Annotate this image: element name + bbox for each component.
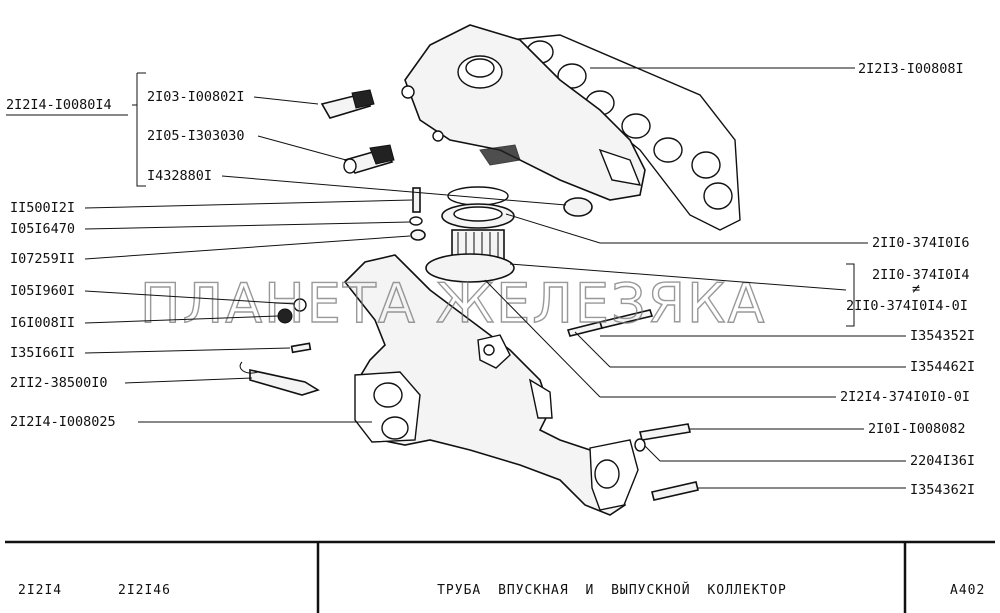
label-r6: I354462I [910, 359, 975, 375]
exhaust-manifold-illustration [401, 24, 741, 231]
diagram-title: ТРУБА ВПУСКНАЯ И ВЫПУСКНОЙ КОЛЛЕКТОР [437, 582, 787, 598]
left-callouts: 2I2I4-I0080I4 2I03-I00802I 2I05-I303030 … [6, 89, 567, 430]
model-code-2: 2I2I46 [118, 583, 171, 598]
label-p6: I07259II [10, 251, 75, 267]
right-callouts: 2I2I3-I00808I 2II0-374I0I6 2II0-374I0I4 … [484, 61, 975, 498]
flange-illustration [425, 186, 515, 283]
label-p2: 2I05-I303030 [147, 128, 245, 144]
label-group: 2I2I4-I0080I4 [6, 97, 112, 113]
label-r10: I354362I [910, 482, 975, 498]
intake-pipe-illustration [343, 254, 639, 516]
watermark: ПЛАНЕТА ЖЕЛЕЗЯКА [140, 272, 766, 335]
label-r9: 2204I36I [910, 453, 975, 469]
label-r7: 2I2I4-374I0I0-0I [840, 389, 970, 405]
label-r5: I354352I [910, 328, 975, 344]
label-p3: I432880I [147, 168, 212, 184]
label-r2: 2II0-374I0I6 [872, 235, 970, 251]
label-r4: 2II0-374I0I4-0I [846, 298, 968, 314]
label-p5: I05I6470 [10, 221, 75, 237]
label-r1: 2I2I3-I00808I [858, 61, 964, 77]
label-p1: 2I03-I00802I [147, 89, 245, 105]
model-code-1: 2I2I4 [18, 583, 62, 598]
label-p10: 2II2-38500I0 [10, 375, 108, 391]
group-bracket [136, 72, 146, 187]
label-p9: I35I66II [10, 345, 75, 361]
label-p8: I6I008II [10, 315, 75, 331]
label-r8: 2I0I-I008082 [868, 421, 966, 437]
page-code: A402 [950, 583, 985, 598]
title-block: 2I2I4 2I2I46 ТРУБА ВПУСКНАЯ И ВЫПУСКНОЙ … [5, 540, 995, 613]
label-p7: I05I960I [10, 283, 75, 299]
stud-illustrations [566, 309, 699, 501]
label-r3: 2II0-374I0I4 [872, 267, 970, 283]
label-p4: II500I2I [10, 200, 75, 216]
label-p11: 2I2I4-I008025 [10, 414, 116, 430]
fitting-illustrations [239, 89, 426, 396]
variant-bracket [846, 263, 855, 327]
not-equal-mark: ≠ [912, 281, 920, 297]
